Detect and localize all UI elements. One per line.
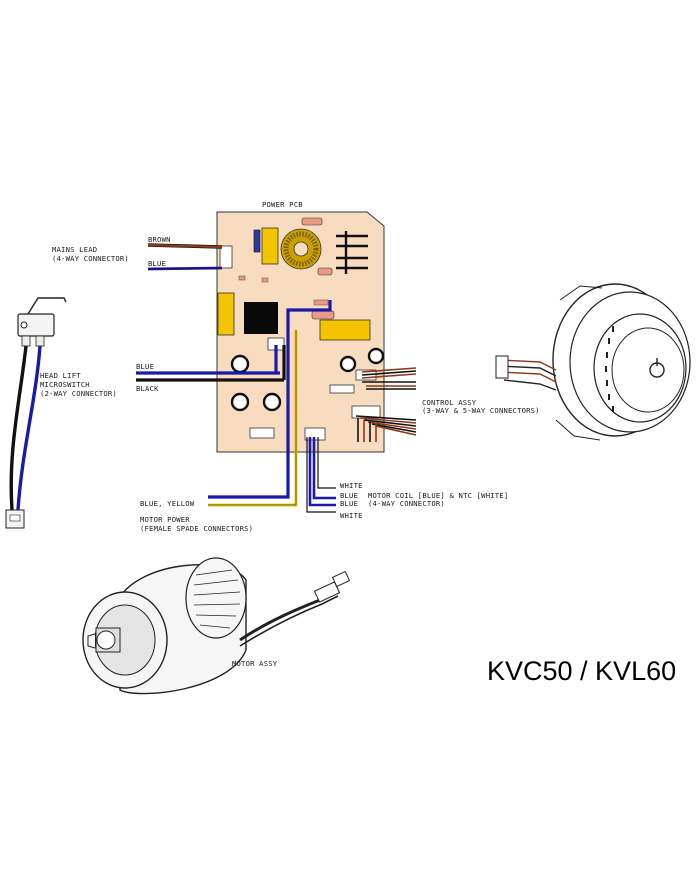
motor-power-wires [208, 300, 332, 507]
head-lift-wires [136, 345, 286, 382]
head-lift-label-2: MICROSWITCH [40, 380, 90, 389]
white-top-label: WHITE [340, 481, 363, 490]
head-lift-label-1: HEAD LIFT [40, 371, 81, 380]
motor-fan-fins [193, 569, 241, 629]
head-lift-microswitch [5, 297, 67, 529]
mains-lead-connector-label: (4-WAY CONNECTOR) [52, 254, 129, 263]
motor-power-label-2: (FEMALE SPADE CONNECTORS) [140, 524, 253, 533]
blue-switch-wire-label: BLUE [136, 362, 154, 371]
power-pcb [216, 211, 385, 453]
control-assy-label-1: CONTROL ASSY [422, 398, 477, 407]
brown-wire-label: BROWN [148, 235, 171, 244]
motor-power-label-1: MOTOR POWER [140, 515, 190, 524]
motor-coil-label-1: MOTOR COIL [BLUE] & NTC [WHITE] [368, 491, 508, 500]
blue-mains-wire-label: BLUE [148, 259, 166, 268]
motor-coil-label-2: (4-WAY CONNECTOR) [368, 499, 445, 508]
mains-lead-label: MAINS LEAD [52, 245, 97, 254]
control-assy-wires [355, 367, 417, 442]
motor-assy [82, 557, 351, 695]
head-lift-label-3: (2-WAY CONNECTOR) [40, 389, 117, 398]
power-pcb-label: POWER PCB [262, 200, 303, 209]
blue-coil-label-1: BLUE [340, 491, 358, 500]
white-bottom-label: WHITE [340, 511, 363, 520]
control-connector-leads [499, 359, 557, 391]
black-switch-wire-label: BLACK [136, 384, 159, 393]
heat-sink [336, 231, 368, 274]
toroid-coil [280, 228, 322, 270]
mains-lead-wires [147, 243, 223, 271]
motor-coil-wires [306, 437, 336, 513]
control-assy-label-2: (3-WAY & 5-WAY CONNECTORS) [422, 406, 540, 415]
dial-markings [605, 326, 614, 412]
model-title: KVC50 / KVL60 [487, 656, 676, 686]
blue-yellow-label: BLUE, YELLOW [140, 499, 195, 508]
blue-coil-label-2: BLUE [340, 499, 358, 508]
control-assy [495, 283, 691, 441]
motor-assy-label: MOTOR ASSY [232, 659, 278, 668]
